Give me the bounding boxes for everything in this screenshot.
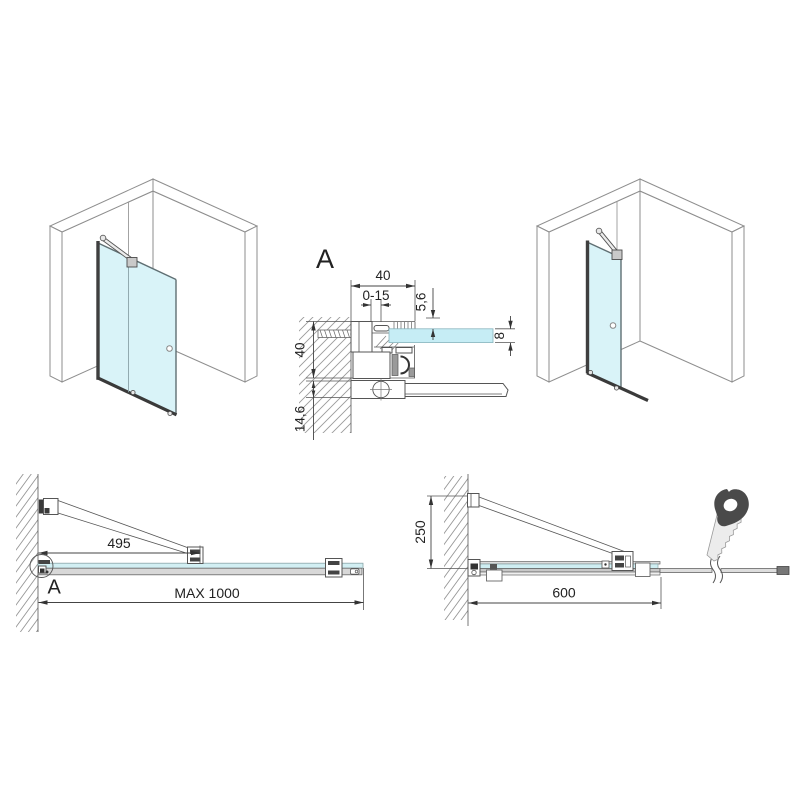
plan-detail-marker: A	[48, 577, 62, 599]
dimension-max-width: MAX 1000	[38, 568, 364, 610]
saw-handle-hole	[723, 498, 738, 512]
rail-fastener	[130, 389, 136, 395]
dimension-glass-thickness: 8	[492, 316, 515, 356]
svg-text:600: 600	[552, 585, 576, 601]
wall-profile-bar	[96, 241, 100, 380]
svg-text:8: 8	[492, 332, 507, 340]
wall-profile-plan	[38, 560, 50, 574]
brace-wall-bracket	[467, 493, 480, 508]
floor-bracket-section	[350, 378, 509, 401]
brace-glass-clamp	[126, 257, 138, 268]
bottom-rail	[96, 376, 178, 417]
rail-clamp-plan	[325, 558, 343, 578]
dimension-adjustment: 0-15	[361, 288, 391, 322]
rail-fastener	[167, 410, 173, 416]
dimension-top-width: 40	[350, 268, 416, 321]
iso-view-600	[535, 178, 746, 402]
floor-guide	[486, 569, 503, 582]
brace-clamp-plan	[611, 551, 634, 571]
brace-line	[478, 505, 622, 557]
brace-wall-cap	[99, 234, 107, 242]
wall-profile-plan	[467, 559, 481, 577]
rail-end-cap	[776, 566, 790, 575]
svg-text:5,6: 5,6	[414, 293, 429, 312]
dimension-glass-inset: 5,6	[414, 288, 440, 340]
rail-fastener	[588, 369, 594, 375]
wall-hatch	[444, 476, 468, 620]
lower-profile-section	[352, 345, 415, 379]
iso-right-wall-corner	[535, 178, 746, 383]
detail-circle	[29, 554, 54, 578]
dimension-glass-width: 600	[468, 577, 662, 609]
bottom-rail-section	[404, 383, 509, 397]
rail-plan	[37, 567, 363, 576]
rail-fastener	[614, 385, 620, 391]
wall-profile-bar	[585, 240, 590, 374]
dimension-wall-offset: 250	[412, 495, 468, 569]
brace-glass-clamp	[611, 249, 623, 260]
section-detail-a: A	[293, 244, 515, 440]
dimension-brace-distance: 495	[38, 535, 201, 563]
carriage-block	[490, 564, 497, 570]
wall-hatch	[16, 474, 38, 632]
break-symbol	[710, 555, 716, 584]
svg-text:14,6: 14,6	[293, 406, 308, 432]
svg-text:250: 250	[412, 520, 428, 544]
svg-text:495: 495	[107, 535, 131, 551]
glass-panel-600	[585, 240, 649, 402]
brace-line	[57, 512, 193, 556]
handle-hole	[166, 345, 173, 352]
cuttable-rail	[659, 555, 790, 584]
dimension-rail-height: 14,6	[293, 381, 316, 440]
brace-wall-cap	[595, 227, 603, 235]
svg-text:0-15: 0-15	[362, 288, 389, 303]
svg-text:40: 40	[375, 268, 390, 283]
glass-panel-max	[96, 241, 178, 417]
plan-view-600: 250 600	[412, 474, 790, 626]
support-brace	[595, 227, 623, 260]
svg-text:40: 40	[293, 342, 308, 357]
iso-view-max-width	[48, 178, 259, 417]
break-symbol	[717, 555, 723, 584]
brace-clamp-plan	[187, 546, 204, 564]
brace-line	[57, 500, 191, 549]
handle-hole	[609, 322, 617, 329]
svg-text:MAX 1000: MAX 1000	[174, 585, 240, 601]
support-brace	[99, 234, 138, 268]
glass-section	[388, 328, 494, 343]
brace-line	[478, 496, 628, 553]
wall-profile-section	[350, 321, 416, 354]
saw-icon	[706, 489, 749, 562]
plan-view-max: A 495 MAX 1000	[16, 474, 364, 632]
floor-guide	[635, 562, 651, 577]
dimension-profile-height: 40	[293, 321, 316, 378]
brace-wall-bracket	[38, 498, 59, 515]
detail-marker: A	[316, 244, 334, 274]
